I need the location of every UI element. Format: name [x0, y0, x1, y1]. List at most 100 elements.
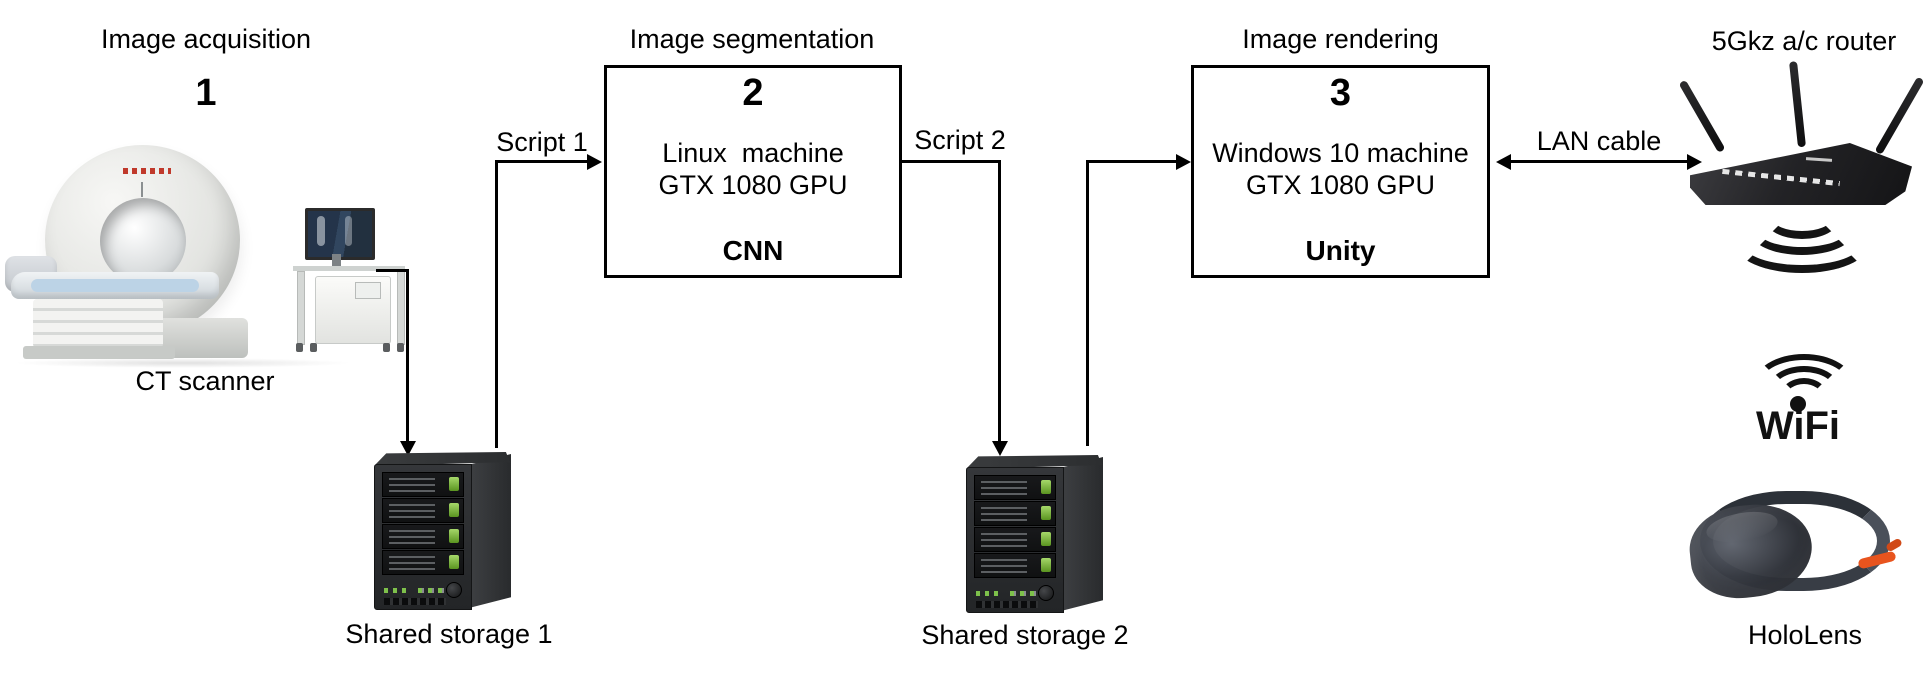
- lan-cable-label: LAN cable: [1536, 126, 1662, 156]
- drive-bay-vents: [389, 556, 435, 570]
- cart-caster: [310, 343, 317, 352]
- wifi-wave-icon: [1753, 354, 1855, 418]
- console-monitor-icon: [305, 208, 375, 260]
- nas-top-panel: [374, 452, 510, 466]
- monitor-stand: [332, 254, 341, 266]
- ct-brand-marks: [123, 168, 171, 174]
- drive-bay: [974, 553, 1056, 578]
- rendering-box: 3 Windows 10 machine GTX 1080 GPU Unity: [1191, 65, 1490, 278]
- nas-storage1-icon: [372, 450, 514, 612]
- wifi-logo: WiFi: [1728, 352, 1868, 452]
- status-leds: [976, 591, 1002, 596]
- nas-vent: [976, 601, 1038, 608]
- drive-bay-vents: [981, 559, 1027, 573]
- segmentation-gpu: GTX 1080 GPU: [658, 170, 848, 200]
- stage3-number: 3: [1329, 72, 1352, 114]
- router-antenna: [1789, 61, 1806, 148]
- stage1-title: Image acquisition: [100, 24, 312, 54]
- connector-line: [495, 160, 588, 163]
- drive-led: [1041, 506, 1051, 520]
- ct-bed-pad: [31, 279, 199, 292]
- nas-vent: [384, 598, 446, 605]
- connector-line: [1086, 160, 1178, 163]
- router-antenna: [1678, 79, 1726, 153]
- wifi-label: WiFi: [1755, 404, 1841, 448]
- arrowhead-right-icon: [1687, 154, 1702, 170]
- cart-leg-right: [397, 271, 405, 345]
- status-leds: [384, 588, 410, 593]
- wifi-wave-icon: [1767, 366, 1841, 416]
- nas-storage2-icon: [964, 453, 1106, 615]
- drive-bay-vents: [389, 478, 435, 492]
- ct-bore: [100, 198, 186, 284]
- drive-led: [1041, 558, 1051, 572]
- drive-led: [449, 503, 459, 517]
- drive-bay-vents: [981, 507, 1027, 521]
- script1-label: Script 1: [496, 127, 588, 157]
- hololens-image: [1685, 483, 1920, 618]
- stage1-number: 1: [195, 72, 217, 114]
- console-tower-door: [355, 282, 381, 299]
- arrowhead-down-icon: [992, 441, 1008, 456]
- nas-side-panel: [1061, 457, 1103, 611]
- router-wave-icon: [1735, 215, 1869, 273]
- drive-led: [449, 529, 459, 543]
- monitor-scan-figure: [317, 216, 325, 246]
- stage2-number: 2: [742, 72, 764, 114]
- stage3-title: Image rendering: [1242, 24, 1439, 54]
- power-button-icon: [446, 582, 462, 598]
- connector-line: [900, 160, 1001, 163]
- status-leds: [418, 588, 444, 593]
- cart-caster: [296, 343, 303, 352]
- rendering-gpu: GTX 1080 GPU: [1245, 170, 1436, 200]
- ct-base-plate: [23, 346, 175, 359]
- connector-line: [998, 160, 1001, 443]
- arrowhead-right-icon: [1176, 154, 1191, 170]
- arrowhead-right-icon: [587, 154, 602, 170]
- power-button-icon: [1038, 585, 1054, 601]
- storage2-label: Shared storage 2: [921, 620, 1129, 650]
- drive-bay-vents: [981, 533, 1027, 547]
- cart-leg-left: [297, 271, 305, 345]
- nas-status-panel: [974, 583, 1054, 601]
- ct-scanner-image: [5, 140, 405, 375]
- drive-bay-vents: [389, 504, 435, 518]
- hololens-label: HoloLens: [1747, 620, 1863, 650]
- storage1-label: Shared storage 1: [345, 619, 553, 649]
- drive-bay: [382, 524, 464, 549]
- monitor-scan-figure-2: [345, 216, 352, 246]
- nas-status-panel: [382, 580, 462, 598]
- rendering-software: Unity: [1305, 235, 1376, 266]
- drive-bay: [974, 475, 1056, 500]
- drive-bay-vents: [389, 530, 435, 544]
- wireless-router-icon: [1678, 55, 1928, 273]
- arrowhead-left-icon: [1496, 154, 1511, 170]
- nas-top-panel: [966, 455, 1102, 469]
- stage2-title: Image segmentation: [629, 24, 875, 54]
- drive-led: [449, 555, 459, 569]
- drive-bay: [974, 527, 1056, 552]
- connector-line: [1086, 161, 1089, 446]
- drive-led: [1041, 480, 1051, 494]
- segmentation-machine: Linux machine: [662, 138, 844, 168]
- connector-line: [1511, 160, 1687, 163]
- ct-laser-mark: [141, 182, 143, 197]
- connector-line: [406, 269, 409, 443]
- drive-bay-vents: [981, 481, 1027, 495]
- router-antenna: [1874, 76, 1925, 155]
- cart-caster: [383, 343, 390, 352]
- cart-caster: [397, 343, 404, 352]
- script2-label: Script 2: [914, 125, 1006, 155]
- drive-bay: [974, 501, 1056, 526]
- drive-led: [449, 477, 459, 491]
- arrowhead-down-icon: [400, 441, 416, 456]
- wifi-dot-icon: [1790, 396, 1806, 412]
- status-leds: [1010, 591, 1036, 596]
- nas-side-panel: [469, 454, 511, 608]
- drive-led: [1041, 532, 1051, 546]
- ct-floor-shadow: [13, 358, 353, 368]
- router-title: 5Gkz a/c router: [1711, 26, 1897, 56]
- connector-line: [495, 161, 498, 448]
- segmentation-software: CNN: [722, 235, 784, 266]
